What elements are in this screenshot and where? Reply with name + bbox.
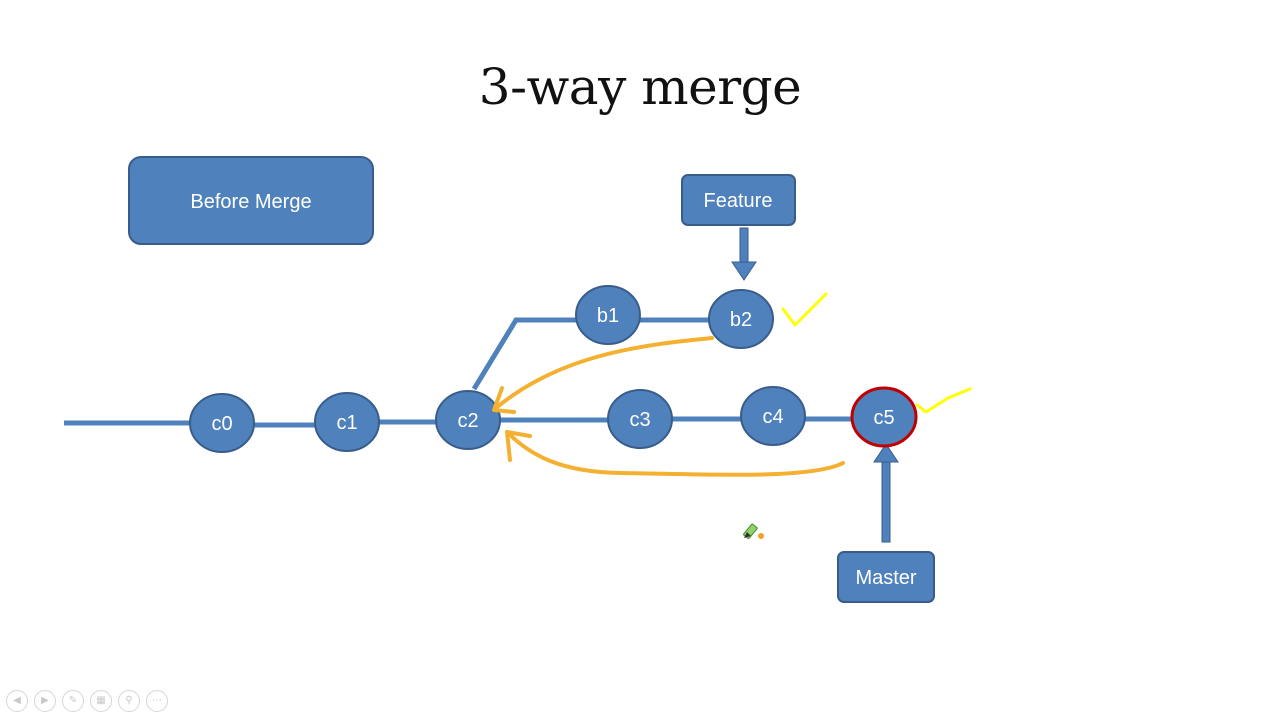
commit-node-c3: c3 — [607, 389, 673, 449]
presentation-toolbar: ◀ ▶ ✎ ▦ ⚲ ⋯ — [6, 690, 168, 714]
commit-label-c0: c0 — [211, 413, 232, 435]
merge-annotation-arrows — [492, 336, 845, 477]
commit-node-c0: c0 — [189, 393, 255, 453]
master-branch-line — [64, 416, 854, 428]
before-merge-box: Before Merge — [128, 156, 374, 245]
feature-label: Feature — [704, 190, 773, 212]
zoom-icon[interactable]: ⚲ — [118, 690, 140, 712]
next-slide-icon[interactable]: ▶ — [34, 690, 56, 712]
feature-branch-line — [471, 317, 712, 391]
c5-to-c2-arrow — [505, 430, 845, 477]
check-marks — [781, 292, 972, 414]
master-box: Master — [837, 551, 935, 603]
pen-icon[interactable]: ✎ — [62, 690, 84, 712]
b2-to-c2-arrowhead — [492, 386, 516, 414]
c5-check-icon — [915, 387, 972, 414]
commit-node-c4: c4 — [740, 386, 806, 446]
pen-cursor-icon — [743, 523, 764, 540]
commit-node-b2: b2 — [708, 289, 774, 349]
master-pointer-arrow — [873, 443, 899, 543]
b2-check-icon — [781, 292, 828, 327]
slides-grid-icon[interactable]: ▦ — [90, 690, 112, 712]
commit-label-b1: b1 — [597, 305, 619, 327]
feature-pointer-arrow — [731, 227, 757, 281]
slide-title: 3-way merge — [478, 58, 802, 116]
commit-label-b2: b2 — [730, 309, 752, 331]
commit-label-c3: c3 — [629, 409, 650, 431]
c5-to-c2-arrowhead — [505, 430, 532, 462]
feature-box: Feature — [681, 174, 796, 226]
commit-node-b1: b1 — [575, 285, 641, 345]
commit-label-c4: c4 — [762, 406, 783, 428]
commit-label-c5: c5 — [873, 407, 894, 429]
b2-to-c2-arrow — [494, 336, 714, 410]
before-merge-label: Before Merge — [190, 191, 311, 213]
commit-node-c5: c5 — [850, 386, 918, 448]
commit-label-c2: c2 — [457, 410, 478, 432]
master-label: Master — [855, 567, 916, 589]
commit-node-c1: c1 — [314, 392, 380, 452]
previous-slide-icon[interactable]: ◀ — [6, 690, 28, 712]
commit-node-c2: c2 — [435, 390, 501, 450]
more-options-icon[interactable]: ⋯ — [146, 690, 168, 712]
commit-label-c1: c1 — [336, 412, 357, 434]
